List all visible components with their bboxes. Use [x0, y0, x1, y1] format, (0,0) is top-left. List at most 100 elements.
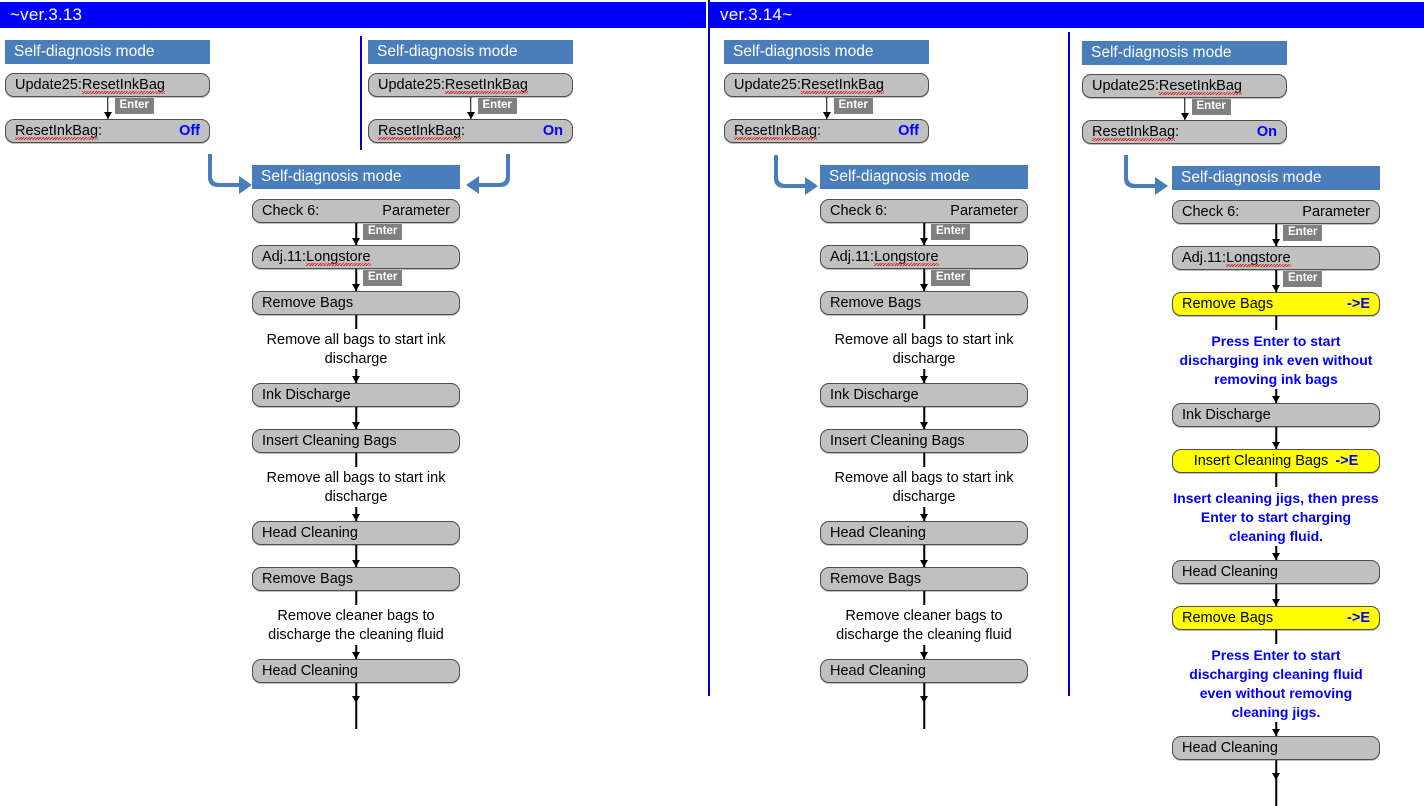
lcd-adj11-longstore[interactable]: Adj.11: Longstore — [1172, 246, 1380, 270]
lcd-resetinkbag-off[interactable]: ResetInkBag: Off — [5, 119, 210, 143]
lcd-insert-cleaning-bags-highlighted[interactable]: Insert Cleaning Bags ->E — [1172, 449, 1380, 473]
lcd-label: Head Cleaning — [1182, 740, 1278, 756]
connector-plain — [820, 453, 1028, 467]
lcd-resetinkbag-on[interactable]: ResetInkBag: On — [368, 119, 573, 143]
enter-key-badge: Enter — [1191, 99, 1231, 115]
lcd-label-resetinkbag: ResetInkBag — [734, 123, 818, 140]
arrowhead-icon — [466, 112, 475, 119]
lcd-update25-resetinkbag[interactable]: Update25: ResetInkBag — [5, 73, 210, 97]
lcd-resetinkbag-off[interactable]: ResetInkBag: Off — [724, 119, 929, 143]
lcd-insert-cleaning-bags[interactable]: Insert Cleaning Bags — [820, 429, 1028, 453]
lcd-head-cleaning[interactable]: Head Cleaning — [1172, 736, 1380, 760]
lcd-colon: : — [1175, 124, 1180, 140]
lcd-head-cleaning[interactable]: Head Cleaning — [252, 521, 460, 545]
enter-key-badge: Enter — [1283, 225, 1323, 241]
lcd-label-prefix: Update25: — [15, 77, 82, 93]
lcd-value-enter-shortcut: ->E — [1347, 296, 1370, 312]
column-flow-313: Self-diagnosis mode Check 6: Parameter E… — [252, 165, 460, 729]
lcd-head-cleaning[interactable]: Head Cleaning — [1172, 560, 1380, 584]
connector-enter: Enter — [724, 97, 929, 119]
connector-enter: Enter — [252, 223, 460, 245]
connector-arrow — [252, 545, 460, 567]
lcd-remove-bags-highlighted[interactable]: Remove Bags ->E — [1172, 606, 1380, 630]
connector-line — [355, 315, 357, 329]
lcd-remove-bags[interactable]: Remove Bags — [820, 291, 1028, 315]
version-bar-314: ver.3.14~ — [710, 2, 1424, 28]
lcd-label: Head Cleaning — [830, 525, 926, 541]
connector-arrow — [1172, 584, 1380, 606]
connector-line — [355, 453, 357, 467]
lcd-label-resetinkbag: ResetInkBag — [444, 77, 528, 94]
mode-title-bar: Self-diagnosis mode — [1082, 41, 1287, 65]
lcd-label: Insert Cleaning Bags — [262, 433, 397, 449]
lcd-label: Ink Discharge — [1182, 407, 1271, 423]
connector-plain — [820, 591, 1028, 605]
connector-line — [923, 223, 925, 245]
lcd-ink-discharge[interactable]: Ink Discharge — [820, 383, 1028, 407]
lcd-label: Head Cleaning — [1182, 564, 1278, 580]
mode-title-bar: Self-diagnosis mode — [252, 165, 460, 189]
lcd-check6-parameter[interactable]: Check 6: Parameter — [252, 199, 460, 223]
arrowhead-icon — [1272, 729, 1280, 736]
arrowhead-icon — [352, 238, 360, 245]
lcd-remove-bags[interactable]: Remove Bags — [252, 291, 460, 315]
lcd-label-resetinkbag: ResetInkBag — [81, 77, 165, 94]
lcd-adj11-longstore[interactable]: Adj.11: Longstore — [252, 245, 460, 269]
lcd-label: Head Cleaning — [262, 663, 358, 679]
connector-tail — [820, 683, 1028, 729]
arrowhead-icon — [920, 422, 928, 429]
lcd-head-cleaning[interactable]: Head Cleaning — [820, 659, 1028, 683]
arrowhead-icon — [1272, 285, 1280, 292]
lcd-check6-parameter[interactable]: Check 6: Parameter — [820, 199, 1028, 223]
mode-title-bar: Self-diagnosis mode — [5, 40, 210, 64]
enter-key-badge: Enter — [363, 224, 403, 240]
lcd-label-resetinkbag: ResetInkBag — [378, 123, 462, 140]
lcd-label-check6: Check 6: — [1182, 204, 1240, 220]
lcd-update25-resetinkbag[interactable]: Update25: ResetInkBag — [1082, 74, 1287, 98]
connector-line — [1275, 224, 1277, 246]
connector-arrow — [820, 369, 1028, 383]
connector-line — [923, 453, 925, 467]
lcd-head-cleaning[interactable]: Head Cleaning — [820, 521, 1028, 545]
arrowhead-icon — [920, 696, 928, 703]
connector-line — [1275, 316, 1277, 330]
connector-arrow — [820, 545, 1028, 567]
connector-plain — [1172, 473, 1380, 487]
connector-enter: Enter — [1172, 270, 1380, 292]
lcd-remove-bags[interactable]: Remove Bags — [820, 567, 1028, 591]
lcd-remove-bags[interactable]: Remove Bags — [252, 567, 460, 591]
lcd-remove-bags-highlighted[interactable]: Remove Bags ->E — [1172, 292, 1380, 316]
arrowhead-icon — [1272, 442, 1280, 449]
connector-line — [355, 407, 357, 429]
lcd-check6-parameter[interactable]: Check 6: Parameter — [1172, 200, 1380, 224]
arrowhead-icon — [352, 560, 360, 567]
panel-ver-3-14: ver.3.14~ Self-diagnosis mode Update25: … — [710, 0, 1424, 806]
lcd-head-cleaning[interactable]: Head Cleaning — [252, 659, 460, 683]
lcd-update25-resetinkbag[interactable]: Update25: ResetInkBag — [724, 73, 929, 97]
lcd-ink-discharge[interactable]: Ink Discharge — [1172, 403, 1380, 427]
connector-line — [469, 97, 472, 119]
caption-press-enter-fluid: Press Enter to start discharging cleanin… — [1189, 647, 1363, 720]
lcd-label-longstore: Longstore — [1226, 250, 1291, 267]
connector-enter: Enter — [820, 269, 1028, 291]
lcd-resetinkbag-on[interactable]: ResetInkBag: On — [1082, 120, 1287, 144]
lcd-adj11-longstore[interactable]: Adj.11: Longstore — [820, 245, 1028, 269]
elbow-arrow-right-icon — [1122, 153, 1172, 195]
arrowhead-icon — [920, 238, 928, 245]
lcd-label: Insert Cleaning Bags — [1193, 453, 1329, 469]
lcd-ink-discharge[interactable]: Ink Discharge — [252, 383, 460, 407]
column-flow-314-on: Self-diagnosis mode Check 6: Parameter E… — [1172, 166, 1380, 806]
lcd-update25-resetinkbag[interactable]: Update25: ResetInkBag — [368, 73, 573, 97]
connector-plain — [820, 315, 1028, 329]
lcd-insert-cleaning-bags[interactable]: Insert Cleaning Bags — [252, 429, 460, 453]
panel-ver-3-13: ~ver.3.13 Self-diagnosis mode Update25: … — [0, 0, 708, 729]
connector-line — [355, 269, 357, 291]
elbow-arrow-left-icon — [462, 152, 512, 194]
lcd-label: Remove Bags — [262, 295, 354, 311]
connector-line — [355, 683, 357, 729]
connector-line — [1275, 427, 1277, 449]
lcd-value-parameter: Parameter — [950, 203, 1018, 219]
lcd-label-check6: Check 6: — [830, 203, 888, 219]
right-column-divider — [1068, 32, 1070, 696]
connector-line — [1183, 98, 1186, 120]
